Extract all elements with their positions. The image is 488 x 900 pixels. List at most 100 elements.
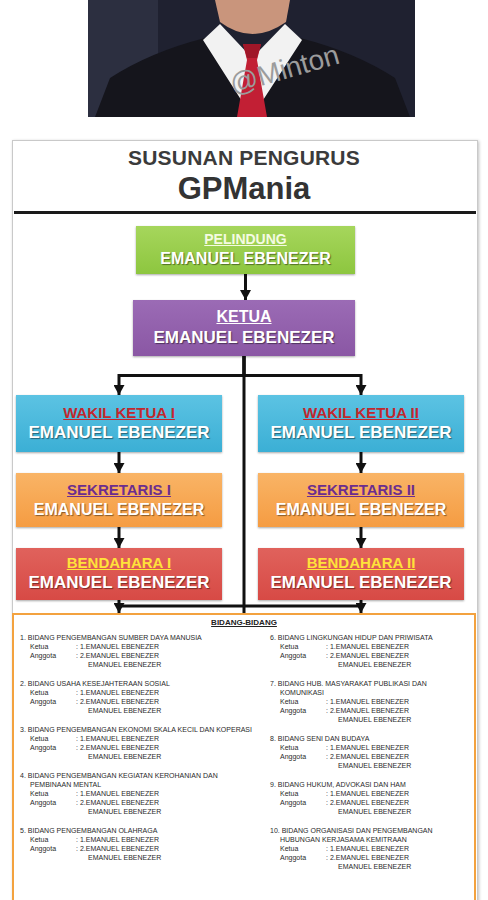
role-label: Anggota bbox=[30, 697, 76, 706]
role-row: Ketua: 1.EMANUEL EBENEZER bbox=[270, 642, 472, 651]
tie-knot bbox=[243, 44, 261, 58]
field-title: 6. BIDANG LINGKUNGAN HIDUP DAN PRIWISATA bbox=[270, 633, 472, 642]
connector-arrow bbox=[360, 527, 363, 548]
person-name: EMANUEL EBENEZER bbox=[34, 500, 204, 519]
person-name: EMANUEL EBENEZER bbox=[270, 573, 451, 593]
role-row: Anggota: 2.EMANUEL EBENEZER bbox=[270, 651, 472, 660]
field-entry: 4. BIDANG PENGEMBANGAN KEGIATAN KEROHANI… bbox=[20, 771, 260, 816]
person-name: EMANUEL EBENEZER bbox=[28, 573, 209, 593]
position-box: BENDAHARA I EMANUEL EBENEZER bbox=[16, 548, 222, 600]
section-panel: BIDANG-BIDANG 1. BIDANG PENGEMBANGAN SUMB… bbox=[12, 613, 476, 900]
position-title: BENDAHARA I bbox=[67, 554, 171, 571]
member-name: : 2.EMANUEL EBENEZER bbox=[326, 651, 472, 660]
field-title: 9. BIDANG HUKUM, ADVOKASI DAN HAM bbox=[270, 780, 472, 789]
member-name: : 1.EMANUEL EBENEZER bbox=[76, 688, 260, 697]
role-label: Anggota bbox=[280, 752, 326, 761]
list-column: 1. BIDANG PENGEMBANGAN SUMBER DAYA MANUS… bbox=[20, 633, 260, 872]
member-name: : 1.EMANUEL EBENEZER bbox=[76, 789, 260, 798]
field-title: 5. BIDANG PENGEMBANGAN OLAHRAGA bbox=[20, 826, 260, 835]
field-title: 8. BIDANG SENI DAN BUDAYA bbox=[270, 734, 472, 743]
member-name: : 2.EMANUEL EBENEZER bbox=[326, 706, 472, 715]
position-title: SEKRETARIS I bbox=[67, 481, 171, 498]
member-name: : 2.EMANUEL EBENEZER bbox=[76, 651, 260, 660]
role-label: Ketua bbox=[30, 734, 76, 743]
member-name: : 2.EMANUEL EBENEZER bbox=[326, 798, 472, 807]
role-label: Ketua bbox=[280, 789, 326, 798]
person-name: EMANUEL EBENEZER bbox=[276, 500, 446, 519]
role-row: Anggota: 2.EMANUEL EBENEZER bbox=[20, 743, 260, 752]
role-row: Anggota: 2.EMANUEL EBENEZER bbox=[270, 752, 472, 761]
field-entry: 7. BIDANG HUB. MASYARAKAT PUBLIKASI DAN … bbox=[270, 679, 472, 724]
field-entry: 10. BIDANG ORGANISASI DAN PENGEMBANGAN H… bbox=[270, 826, 472, 871]
person-name: EMANUEL EBENEZER bbox=[153, 328, 334, 348]
role-row: Ketua: 1.EMANUEL EBENEZER bbox=[20, 789, 260, 798]
section-heading: BIDANG-BIDANG bbox=[14, 618, 474, 627]
member-name: EMANUEL EBENEZER bbox=[20, 660, 260, 669]
member-name: EMANUEL EBENEZER bbox=[270, 807, 472, 816]
role-row: Anggota: 2.EMANUEL EBENEZER bbox=[20, 798, 260, 807]
role-label: Anggota bbox=[280, 853, 326, 862]
role-label: Anggota bbox=[280, 651, 326, 660]
role-label: Ketua bbox=[30, 835, 76, 844]
connector-arrow bbox=[118, 600, 121, 613]
field-title: 2. BIDANG USAHA KESEJAHTERAAN SOSIAL bbox=[20, 679, 260, 688]
member-name: EMANUEL EBENEZER bbox=[20, 807, 260, 816]
field-title: 10. BIDANG ORGANISASI DAN PENGEMBANGAN H… bbox=[270, 826, 472, 844]
member-name: : 1.EMANUEL EBENEZER bbox=[326, 844, 472, 853]
field-entry: 3. BIDANG PENGEMBANGAN EKONOMI SKALA KEC… bbox=[20, 725, 260, 761]
position-title: WAKIL KETUA II bbox=[303, 404, 419, 421]
member-name: : 1.EMANUEL EBENEZER bbox=[76, 734, 260, 743]
position-box: SEKRETARIS I EMANUEL EBENEZER bbox=[16, 473, 222, 527]
role-row: Ketua: 1.EMANUEL EBENEZER bbox=[270, 743, 472, 752]
connector-arrow bbox=[119, 356, 244, 395]
role-row: Ketua: 1.EMANUEL EBENEZER bbox=[20, 734, 260, 743]
member-name: EMANUEL EBENEZER bbox=[270, 862, 472, 871]
org-name: GPMania bbox=[0, 171, 488, 207]
watermark-text: @Minton bbox=[226, 39, 343, 101]
member-name: : 1.EMANUEL EBENEZER bbox=[326, 743, 472, 752]
field-title: 1. BIDANG PENGEMBANGAN SUMBER DAYA MANUS… bbox=[20, 633, 260, 642]
member-name: EMANUEL EBENEZER bbox=[270, 761, 472, 770]
member-name: : 2.EMANUEL EBENEZER bbox=[326, 752, 472, 761]
member-name: : 2.EMANUEL EBENEZER bbox=[76, 743, 260, 752]
position-box: BENDAHARA II EMANUEL EBENEZER bbox=[258, 548, 464, 600]
role-row: Ketua: 1.EMANUEL EBENEZER bbox=[20, 835, 260, 844]
connector-arrow bbox=[360, 600, 363, 613]
role-label: Anggota bbox=[30, 798, 76, 807]
connector-arrow bbox=[118, 452, 121, 473]
role-row: Anggota: 2.EMANUEL EBENEZER bbox=[270, 853, 472, 862]
title-rule bbox=[14, 211, 476, 214]
role-label: Ketua bbox=[30, 642, 76, 651]
field-entry: 2. BIDANG USAHA KESEJAHTERAAN SOSIALKetu… bbox=[20, 679, 260, 715]
field-entry: 1. BIDANG PENGEMBANGAN SUMBER DAYA MANUS… bbox=[20, 633, 260, 669]
field-entry: 5. BIDANG PENGEMBANGAN OLAHRAGAKetua: 1.… bbox=[20, 826, 260, 862]
connector-arrow bbox=[244, 356, 361, 395]
role-label: Ketua bbox=[280, 642, 326, 651]
role-label: Anggota bbox=[280, 798, 326, 807]
member-name: : 2.EMANUEL EBENEZER bbox=[326, 853, 472, 862]
person-name: EMANUEL EBENEZER bbox=[160, 249, 330, 268]
position-title: BENDAHARA II bbox=[307, 554, 416, 571]
face-neck bbox=[215, 0, 290, 34]
position-box: PELINDUNGEMANUEL EBENEZER bbox=[136, 226, 355, 274]
member-name: : 2.EMANUEL EBENEZER bbox=[76, 844, 260, 853]
field-entry: 9. BIDANG HUKUM, ADVOKASI DAN HAMKetua: … bbox=[270, 780, 472, 816]
member-name: : 1.EMANUEL EBENEZER bbox=[76, 642, 260, 651]
role-label: Ketua bbox=[30, 688, 76, 697]
field-title: 4. BIDANG PENGEMBANGAN KEGIATAN KEROHANI… bbox=[20, 771, 260, 789]
role-label: Ketua bbox=[280, 697, 326, 706]
role-label: Anggota bbox=[30, 743, 76, 752]
field-title: 7. BIDANG HUB. MASYARAKAT PUBLIKASI DAN … bbox=[270, 679, 472, 697]
member-name: : 2.EMANUEL EBENEZER bbox=[76, 798, 260, 807]
position-box: KETUA EMANUEL EBENEZER bbox=[133, 300, 355, 356]
field-entry: 6. BIDANG LINGKUNGAN HIDUP DAN PRIWISATA… bbox=[270, 633, 472, 669]
role-row: Anggota: 2.EMANUEL EBENEZER bbox=[20, 844, 260, 853]
member-name: EMANUEL EBENEZER bbox=[20, 706, 260, 715]
member-name: : 1.EMANUEL EBENEZER bbox=[326, 642, 472, 651]
position-title: KETUA bbox=[216, 308, 271, 326]
member-name: EMANUEL EBENEZER bbox=[20, 752, 260, 761]
person-name: EMANUEL EBENEZER bbox=[28, 423, 209, 443]
list-column: 6. BIDANG LINGKUNGAN HIDUP DAN PRIWISATA… bbox=[270, 633, 472, 881]
role-label: Anggota bbox=[280, 706, 326, 715]
